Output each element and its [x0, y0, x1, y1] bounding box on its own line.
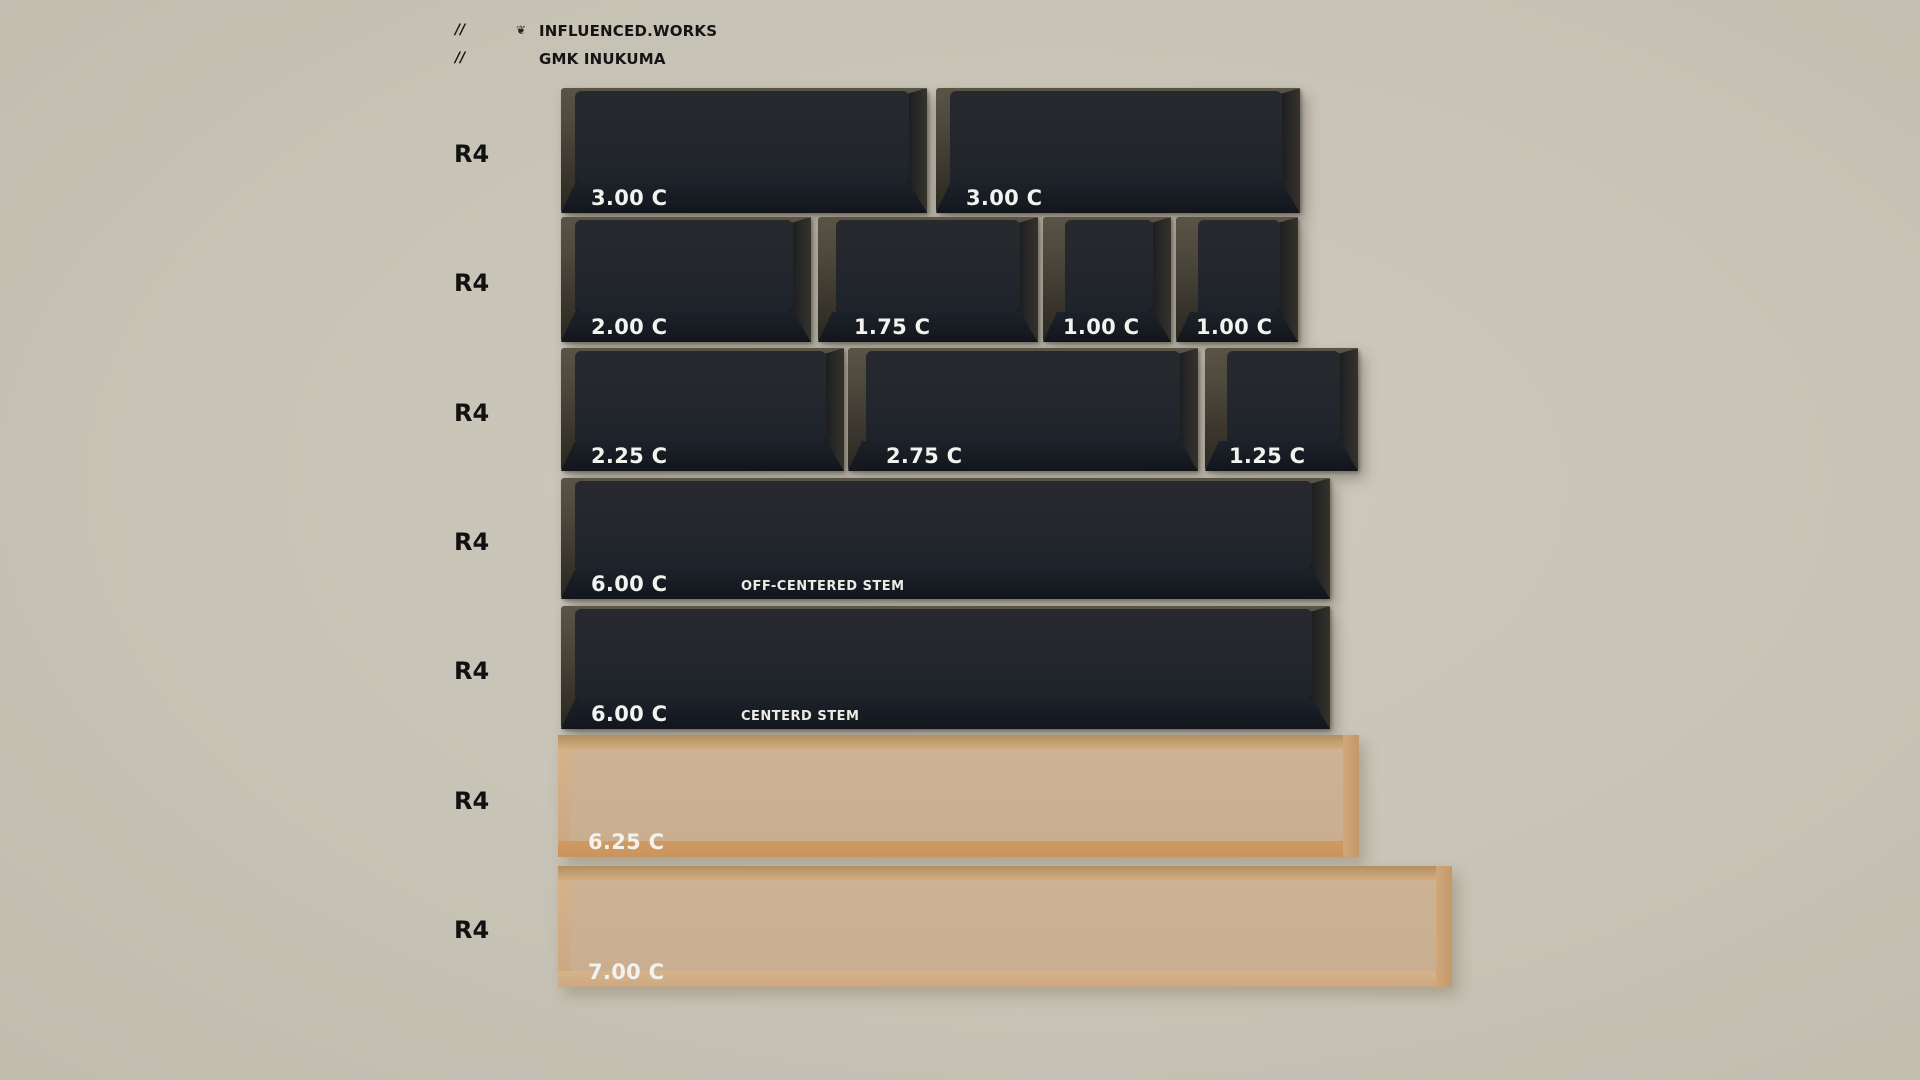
keycap-face [950, 91, 1282, 185]
keycap-front [818, 312, 1038, 342]
keycap-face [575, 609, 1312, 701]
keycap-row1-1: 3.00 C [561, 88, 927, 213]
keycap-side [1338, 348, 1358, 471]
keycap-face [1065, 220, 1153, 314]
keycap-size-label: 2.00 C [591, 315, 668, 339]
keycap-side [1436, 866, 1452, 987]
keycap-size-label: 3.00 C [591, 186, 668, 210]
stem-note: CENTERD STEM [741, 709, 860, 724]
keycap-face [1198, 220, 1280, 314]
keycap-spacebar-centered: 6.00 C CENTERD STEM [561, 606, 1330, 729]
keycap-side [1178, 348, 1198, 471]
keycap-side [1310, 478, 1330, 599]
keycap-side [791, 217, 811, 342]
keycap-front [561, 569, 1330, 599]
keycap-size-label: 1.75 C [854, 315, 931, 339]
keycap-size-label: 1.25 C [1229, 444, 1306, 468]
keycap-row3-3: 1.25 C [1205, 348, 1358, 471]
brand-name: INFLUENCED.WORKS [539, 22, 718, 40]
keycap-side [1280, 88, 1300, 213]
keycap-side [1310, 606, 1330, 729]
keycap-front [848, 441, 1198, 471]
keycap-face [575, 481, 1312, 571]
keycap-front [558, 841, 1359, 857]
row-2-profile-label: R4 [454, 269, 490, 297]
keycap-front [561, 699, 1330, 729]
keycap-row2-2: 1.75 C [818, 217, 1038, 342]
row-4-profile-label: R4 [454, 528, 490, 556]
keycap-front [1176, 312, 1298, 342]
keycap-spacebar-700: 7.00 C [558, 866, 1452, 987]
keycap-row1-2: 3.00 C [936, 88, 1300, 213]
keycap-side [1151, 217, 1171, 342]
keycap-size-label: 6.25 C [588, 830, 665, 854]
header-prefix-1: // [455, 22, 466, 38]
keycap-front [936, 183, 1300, 213]
influenced-works-logo-icon: ❦ [516, 23, 527, 37]
keycap-side [1018, 217, 1038, 342]
keycap-row3-2: 2.75 C [848, 348, 1198, 471]
keycap-front [561, 183, 927, 213]
keycap-face [570, 880, 1436, 971]
keycap-front [561, 441, 844, 471]
keycap-size-label: 6.00 C [591, 572, 668, 596]
keycap-size-label: 2.25 C [591, 444, 668, 468]
keycap-side [1343, 735, 1359, 857]
keycap-face [866, 351, 1180, 443]
keycap-row2-3: 1.00 C [1043, 217, 1171, 342]
keycap-side [1278, 217, 1298, 342]
row-3-profile-label: R4 [454, 399, 490, 427]
keycap-spacebar-off-centered: 6.00 C OFF-CENTERED STEM [561, 478, 1330, 599]
keycap-side [907, 88, 927, 213]
keycap-size-label: 1.00 C [1196, 315, 1273, 339]
keycap-front [1043, 312, 1171, 342]
keycap-size-label: 3.00 C [966, 186, 1043, 210]
keycap-size-label: 6.00 C [591, 702, 668, 726]
header-prefix-2: // [455, 50, 466, 66]
set-name: GMK INUKUMA [539, 50, 666, 68]
keycap-spacebar-625: 6.25 C [558, 735, 1359, 857]
row-1-profile-label: R4 [454, 140, 490, 168]
keycap-face [575, 351, 826, 443]
keycap-face [570, 749, 1343, 841]
row-7-profile-label: R4 [454, 916, 490, 944]
keycap-face [836, 220, 1020, 314]
keycap-face [575, 220, 793, 314]
keycap-front [558, 971, 1452, 987]
keycap-size-label: 2.75 C [886, 444, 963, 468]
keycap-size-label: 7.00 C [588, 960, 665, 984]
keycap-row3-1: 2.25 C [561, 348, 844, 471]
keycap-top-edge [558, 735, 1359, 749]
keycap-size-label: 1.00 C [1063, 315, 1140, 339]
keycap-row2-1: 2.00 C [561, 217, 811, 342]
keycap-front [1205, 441, 1358, 471]
stem-note: OFF-CENTERED STEM [741, 579, 905, 594]
keycap-face [575, 91, 909, 185]
keycap-top-edge [558, 866, 1452, 880]
keycap-side [824, 348, 844, 471]
row-6-profile-label: R4 [454, 787, 490, 815]
keycap-row2-4: 1.00 C [1176, 217, 1298, 342]
keycap-front [561, 312, 811, 342]
keycap-face [1227, 351, 1340, 443]
row-5-profile-label: R4 [454, 657, 490, 685]
